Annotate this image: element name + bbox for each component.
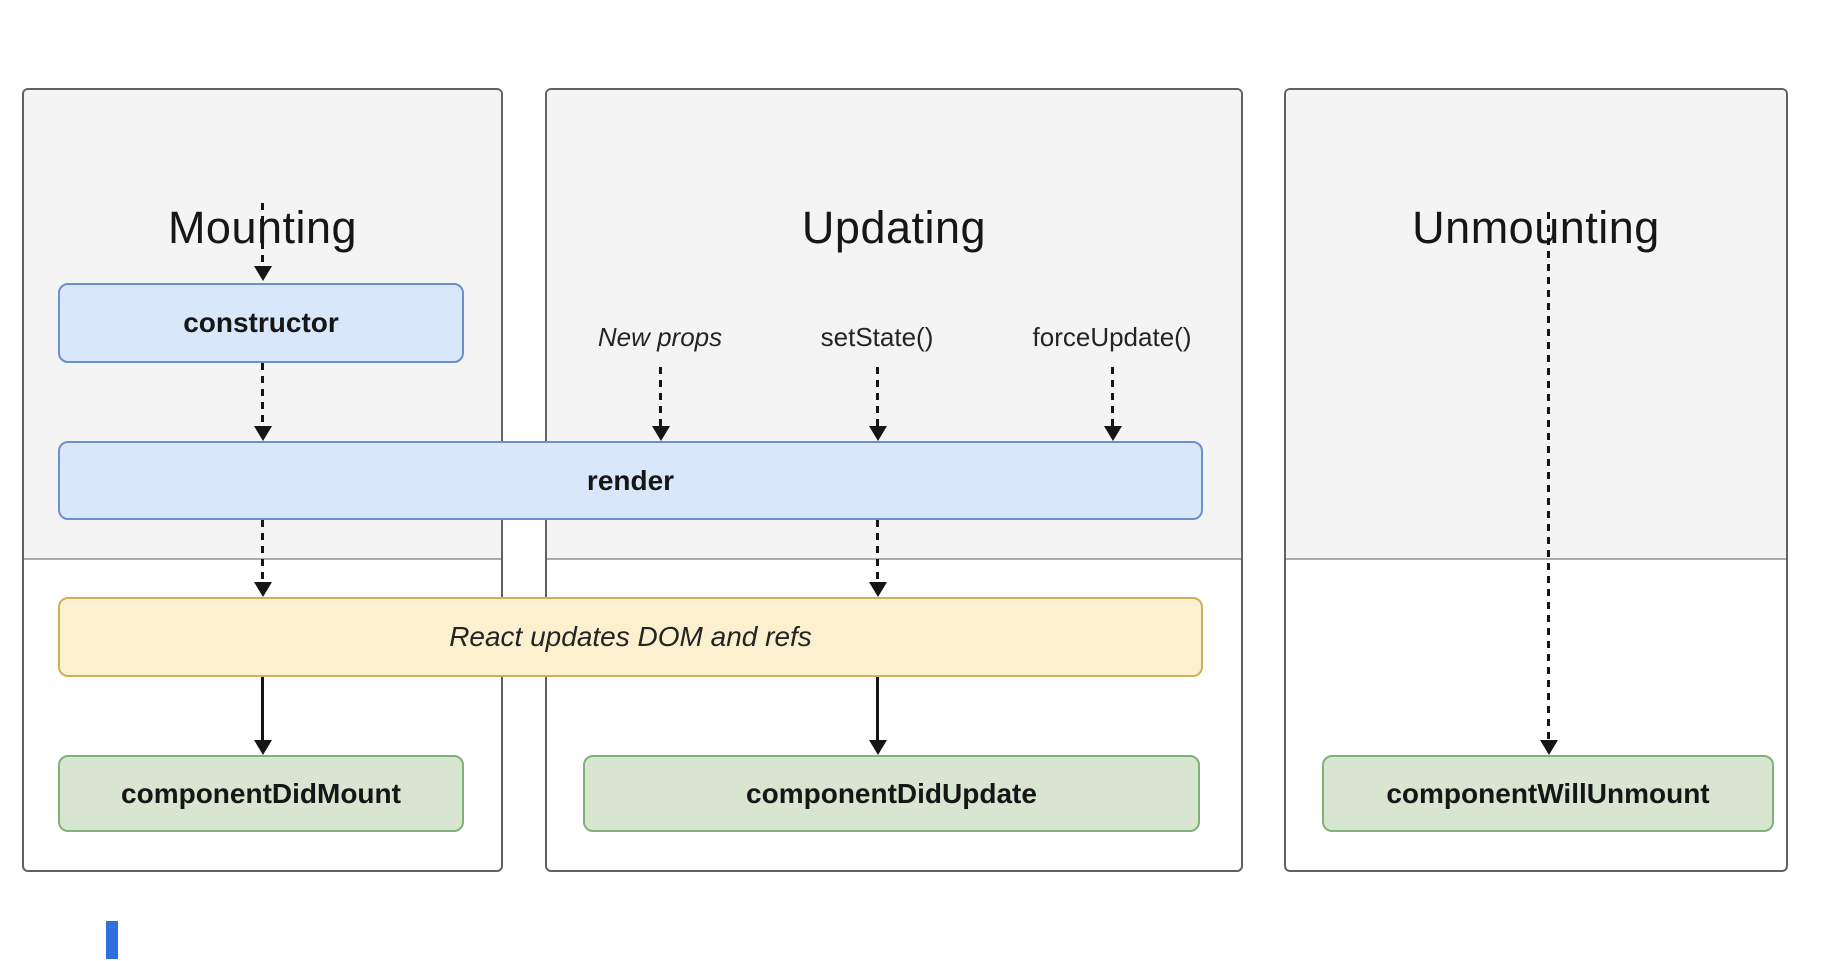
arrow-head-icon [868,740,887,755]
blue-marker [106,921,118,959]
dashed-arrow-unmounting [1539,212,1558,755]
trigger-set-state: setState() [820,322,934,352]
arrow-head-icon [868,426,887,441]
component-did-mount-box[interactable]: componentDidMount [58,755,464,832]
react-updates-dom-label: React updates DOM and refs [449,621,812,652]
constructor-box[interactable]: constructor [58,283,464,363]
component-did-update-label: componentDidUpdate [746,777,1037,809]
arrow-line [261,363,264,426]
component-did-mount-label: componentDidMount [121,777,401,809]
arrow-line [1547,212,1550,740]
arrow-head-icon [253,426,272,441]
trigger-new-props: New props [597,322,723,352]
arrow-head-icon [253,266,272,281]
trigger-force-update: forceUpdate() [1032,322,1192,352]
arrow-line [261,203,264,266]
component-will-unmount-label: componentWillUnmount [1386,777,1710,809]
component-did-update-box[interactable]: componentDidUpdate [583,755,1200,832]
dashed-arrow-set-state [868,367,887,441]
render-label: render [586,464,675,496]
arrow-line [261,520,264,582]
arrow-line [876,520,879,582]
arrow-line [876,677,879,740]
solid-arrow-dom-to-did-mount [253,677,272,755]
dashed-arrow-constructor-to-render [253,363,272,441]
arrow-head-icon [253,582,272,597]
dashed-arrow-render-to-dom-mounting [253,520,272,597]
solid-arrow-dom-to-did-update [868,677,887,755]
arrow-line [1111,367,1114,426]
dashed-arrow-new-props [651,367,670,441]
arrow-head-icon [651,426,670,441]
render-box[interactable]: render [58,441,1203,520]
render-phase-background [1286,90,1786,560]
arrow-head-icon [1103,426,1122,441]
column-title-unmounting: Unmounting [1412,202,1660,253]
dashed-arrow-mounting-start [253,203,272,281]
dashed-arrow-force-update [1103,367,1122,441]
column-title-updating: Updating [801,202,987,253]
arrow-line [261,677,264,740]
arrow-head-icon [1539,740,1558,755]
arrow-head-icon [253,740,272,755]
constructor-label: constructor [183,307,339,338]
dashed-arrow-render-to-dom-updating [868,520,887,597]
react-updates-dom-box: React updates DOM and refs [58,597,1203,677]
panel-unmounting: Unmounting [1284,88,1788,872]
arrow-line [876,367,879,426]
arrow-head-icon [868,582,887,597]
arrow-line [659,367,662,426]
component-will-unmount-box[interactable]: componentWillUnmount [1322,755,1774,832]
